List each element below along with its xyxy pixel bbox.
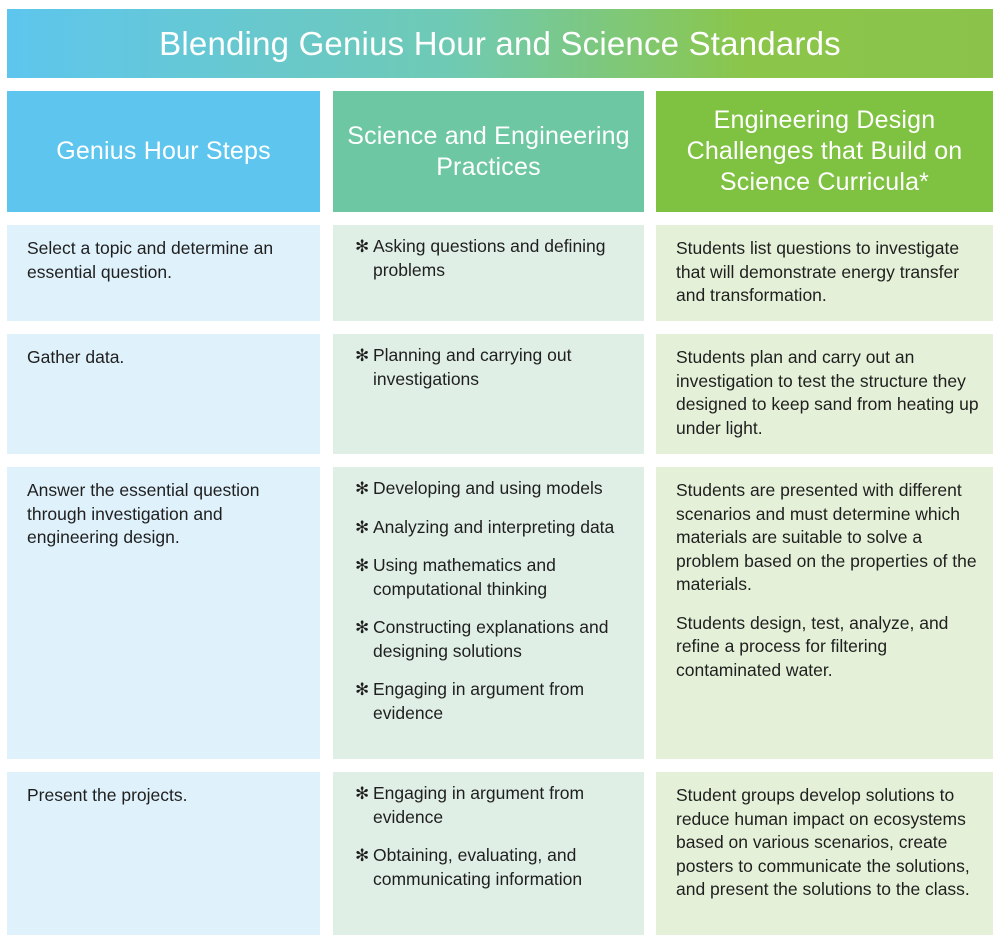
row-4-step: Present the projects. <box>7 772 320 935</box>
asterisk-bullet-icon: ✻ <box>355 517 370 537</box>
page-title: Blending Genius Hour and Science Standar… <box>7 9 993 78</box>
challenge-text: Students are presented with different sc… <box>676 480 977 594</box>
asterisk-bullet-icon: ✻ <box>355 618 370 637</box>
asterisk-bullet-icon: ✻ <box>355 346 370 365</box>
row-1-challenges: Students list questions to investigate t… <box>656 225 993 321</box>
practice-item: ✻Analyzing and interpreting data <box>355 516 636 540</box>
row-2-practices: ✻Planning and carrying out investigation… <box>333 334 644 454</box>
row-3-practices: ✻Developing and using models ✻Analyzing … <box>333 467 644 759</box>
row-1-step: Select a topic and determine an essentia… <box>7 225 320 321</box>
challenge-text: Students list questions to investigate t… <box>676 238 960 305</box>
asterisk-bullet-icon: ✻ <box>355 680 370 699</box>
header-engineering-design-challenges: Engineering Design Challenges that Build… <box>656 91 993 212</box>
practice-item: ✻Developing and using models <box>355 477 636 501</box>
row-3-challenges: Students are presented with different sc… <box>656 467 993 759</box>
practice-item: ✻Asking questions and defining problems <box>355 236 606 280</box>
header-science-engineering-practices: Science and Engineering Practices <box>333 91 644 212</box>
challenge-text: Students plan and carry out an investiga… <box>676 347 979 438</box>
asterisk-bullet-icon: ✻ <box>355 556 370 575</box>
row-4-practices: ✻Engaging in argument from evidence ✻Obt… <box>333 772 644 935</box>
row-2-step: Gather data. <box>7 334 320 454</box>
row-2-challenges: Students plan and carry out an investiga… <box>656 334 993 454</box>
challenge-text: Student groups develop solutions to redu… <box>676 785 970 899</box>
practice-item: ✻Engaging in argument from evidence <box>355 679 585 723</box>
header-genius-hour-steps: Genius Hour Steps <box>7 91 320 212</box>
asterisk-bullet-icon: ✻ <box>355 784 370 803</box>
row-4-challenges: Student groups develop solutions to redu… <box>656 772 993 935</box>
row-1-practices: ✻Asking questions and defining problems <box>333 225 644 321</box>
practice-item: ✻Using mathematics and computational thi… <box>355 555 556 599</box>
practice-item: ✻Constructing explanations and designing… <box>355 617 609 661</box>
practice-item: ✻Obtaining, evaluating, and communicatin… <box>355 845 583 889</box>
row-3-step: Answer the essential question through in… <box>7 467 320 759</box>
asterisk-bullet-icon: ✻ <box>355 479 370 498</box>
challenge-text: Students design, test, analyze, and refi… <box>676 612 949 680</box>
asterisk-bullet-icon: ✻ <box>355 237 370 256</box>
practice-item: ✻Planning and carrying out investigation… <box>355 345 572 389</box>
asterisk-bullet-icon: ✻ <box>355 846 370 865</box>
practice-item: ✻Engaging in argument from evidence <box>355 783 585 827</box>
